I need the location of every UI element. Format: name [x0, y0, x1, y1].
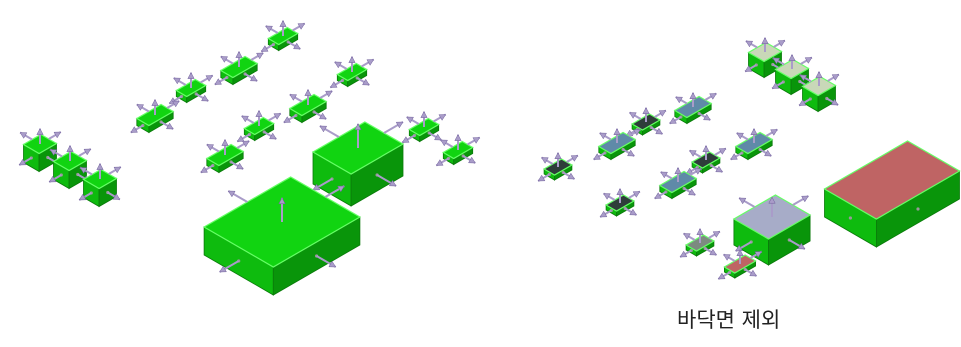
open-box-15[interactable]	[823, 140, 961, 248]
normal-arrows	[260, 20, 306, 53]
normal-arrows	[717, 249, 763, 280]
normal-arrows	[130, 99, 180, 134]
normal-arrows	[654, 167, 702, 200]
normal-arrows	[685, 145, 727, 175]
normal-arrows	[435, 134, 481, 167]
normal-arrows	[236, 110, 282, 143]
normal-arrows	[78, 163, 122, 201]
normal-arrows	[200, 139, 250, 174]
left-scene-all-faces	[18, 20, 481, 296]
normal-arrows	[48, 145, 92, 183]
right-scene-bottom-removed	[537, 37, 961, 280]
normal-arrows	[401, 111, 447, 144]
normal-arrows	[798, 71, 840, 107]
normal-arrows	[599, 188, 641, 218]
normal-arrows	[537, 152, 579, 182]
normal-arrows	[219, 185, 345, 273]
normal-arrows	[669, 92, 717, 125]
normal-arrows	[329, 56, 375, 89]
normal-arrows	[593, 128, 641, 161]
normal-arrows	[312, 121, 404, 191]
normal-arrows	[679, 228, 721, 258]
normal-arrows	[730, 128, 778, 161]
normal-arrows	[283, 89, 333, 124]
normal-arrows	[214, 51, 264, 86]
